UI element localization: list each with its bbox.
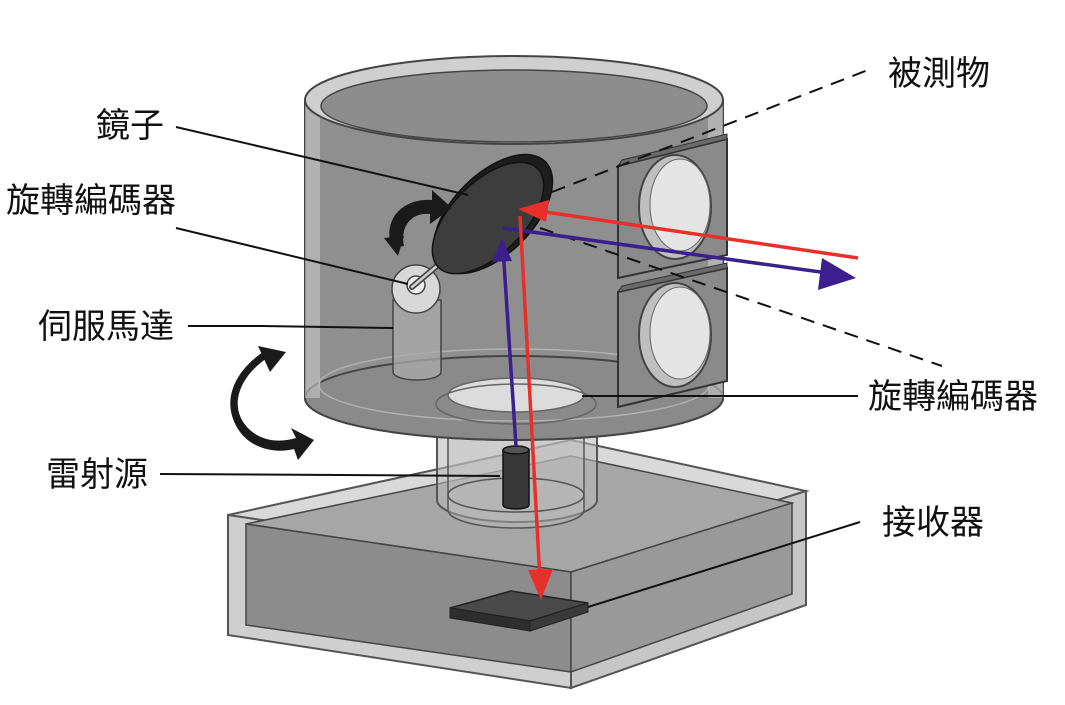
leader-lines [159, 126, 861, 608]
label-rotary-encoder-left: 旋轉編碼器 [6, 181, 176, 221]
encoder-rotation-arrow-head-icon [384, 236, 404, 256]
receiver-plate-edge [529, 602, 589, 632]
housing-rotation-arrow-tail-icon [258, 346, 286, 372]
outgoing-beam-horizontal [502, 226, 843, 277]
housing-top-inner [320, 69, 708, 143]
laser-beams [492, 69, 943, 600]
base-box [227, 438, 810, 690]
label-laser-source: 雷射源 [46, 455, 148, 495]
base-inner-side [570, 501, 793, 674]
lower-panel-edge [616, 262, 728, 293]
label-servo-motor: 伺服馬達 [38, 307, 174, 347]
labels: 被測物 鏡子 旋轉編碼器 伺服馬達 旋轉編碼器 雷射源 接收器 [6, 54, 1038, 543]
leader-receiver [587, 521, 861, 608]
mirror-face [431, 161, 545, 275]
housing-rotation-arrow-icon [230, 350, 314, 460]
label-object: 被測物 [888, 54, 990, 94]
label-rotary-encoder-right: 旋轉編碼器 [868, 377, 1038, 417]
mirror [431, 153, 554, 275]
outgoing-beam-right-arrow-icon [818, 258, 856, 290]
upper-window-glass [649, 158, 711, 252]
object-reference-line-lower [539, 227, 943, 367]
leader-servo [188, 325, 394, 329]
outgoing-beam-up-arrow-icon [492, 238, 512, 262]
return-beam-down-arrow-icon [528, 569, 553, 600]
rotation-arrows [230, 190, 452, 460]
return-beam-horizontal [531, 208, 859, 260]
return-beam-vertical [518, 215, 542, 581]
label-receiver: 接收器 [882, 503, 984, 543]
leader-mirror [175, 126, 469, 196]
lower-window-glass [649, 286, 711, 380]
label-mirror: 鏡子 [96, 106, 164, 146]
upper-panel-edge [616, 133, 728, 167]
leader-laser [159, 473, 501, 477]
laser-source-body [502, 449, 530, 510]
object-reference-line [551, 69, 869, 193]
servo-motor-body [392, 299, 442, 381]
leader-encoder-left [175, 227, 409, 285]
laser-module-top [447, 377, 585, 413]
laser-source-top [502, 445, 530, 455]
outgoing-beam-vertical [501, 247, 518, 447]
return-beam-left-arrow-icon [518, 200, 549, 222]
encoder-rotation-arrow-icon [389, 190, 452, 248]
housing-shell-left [305, 100, 320, 398]
servo-assembly [391, 257, 447, 381]
